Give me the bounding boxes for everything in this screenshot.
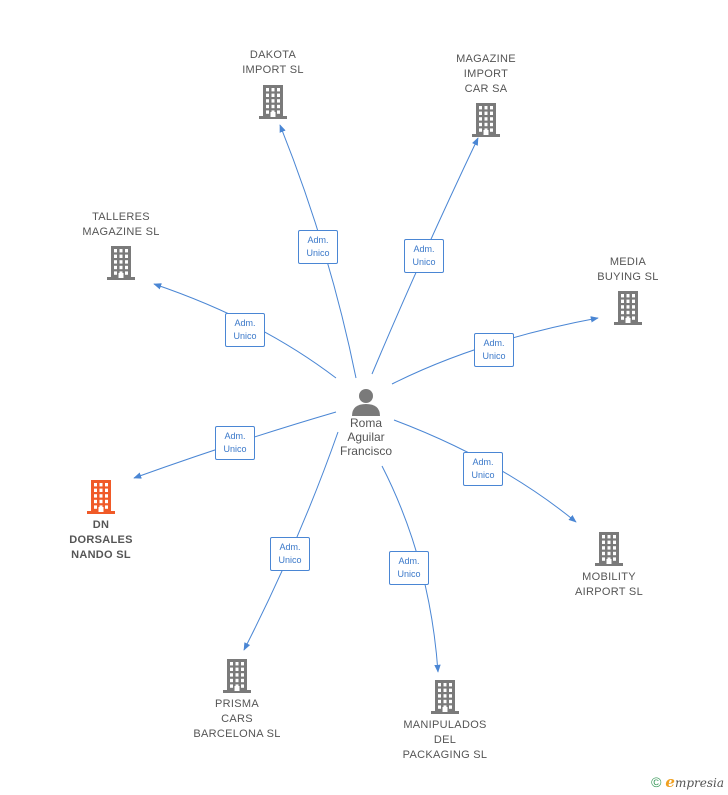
brand-logo[interactable]: empresia <box>665 773 724 791</box>
company-label: MAGAZINE IMPORT CAR SA <box>456 53 516 95</box>
building-icon <box>107 246 135 280</box>
edge-label-mobility: Adm. Unico <box>463 452 503 486</box>
brand-initial: e <box>665 773 675 791</box>
person-node[interactable]: Roma Aguilar Francisco <box>291 388 441 458</box>
company-node-mobility[interactable]: MOBILITY AIRPORT SL <box>534 532 684 600</box>
building-icon <box>431 680 459 714</box>
company-label: MANIPULADOS DEL PACKAGING SL <box>402 719 488 761</box>
company-label: TALLERES MAGAZINE SL <box>82 211 160 238</box>
edge-label-prisma: Adm. Unico <box>270 537 310 571</box>
person-name: Roma Aguilar Francisco <box>339 416 392 458</box>
company-label: MOBILITY AIRPORT SL <box>574 571 643 598</box>
edge-label-talleres: Adm. Unico <box>225 313 265 347</box>
company-label: MEDIA BUYING SL <box>597 256 659 283</box>
building-icon <box>614 291 642 325</box>
company-label: PRISMA CARS BARCELONA SL <box>193 698 281 740</box>
building-icon <box>595 532 623 566</box>
copyright-icon: © <box>651 774 662 790</box>
company-label: DAKOTA IMPORT SL <box>242 49 304 76</box>
building-icon <box>87 480 115 514</box>
edge-label-media: Adm. Unico <box>474 333 514 367</box>
company-label: DN DORSALES NANDO SL <box>69 519 133 561</box>
company-node-manipulados[interactable]: MANIPULADOS DEL PACKAGING SL <box>370 680 520 763</box>
building-icon <box>223 659 251 693</box>
company-node-dakota[interactable]: DAKOTA IMPORT SL <box>198 48 348 119</box>
company-node-magazine-import[interactable]: MAGAZINE IMPORT CAR SA <box>411 52 561 137</box>
edge-label-magazine-import: Adm. Unico <box>404 239 444 273</box>
footer: © empresia <box>651 773 724 791</box>
edge-label-dn: Adm. Unico <box>215 426 255 460</box>
company-node-prisma[interactable]: PRISMA CARS BARCELONA SL <box>162 659 312 742</box>
building-icon <box>259 85 287 119</box>
brand-text: mpresia <box>674 776 724 790</box>
edge-label-manipulados: Adm. Unico <box>389 551 429 585</box>
company-node-media[interactable]: MEDIA BUYING SL <box>553 255 703 325</box>
edge-label-dakota: Adm. Unico <box>298 230 338 264</box>
building-icon <box>472 103 500 137</box>
company-node-talleres[interactable]: TALLERES MAGAZINE SL <box>46 210 196 280</box>
company-node-dn[interactable]: DN DORSALES NANDO SL <box>26 480 176 563</box>
person-icon <box>352 389 380 416</box>
